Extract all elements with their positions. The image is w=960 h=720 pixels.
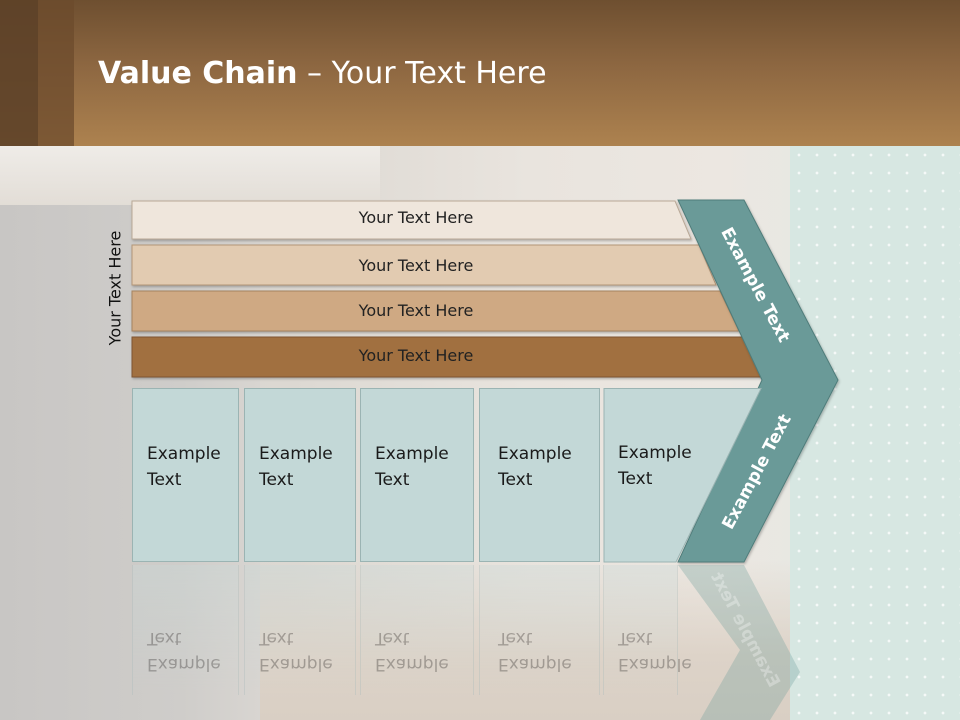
reflection-line2: Text xyxy=(498,628,533,648)
column-line2: Text xyxy=(618,469,653,489)
reflection-column: Example Text xyxy=(479,565,600,695)
column-line2: Text xyxy=(498,470,533,490)
header-accent-strip-2 xyxy=(38,0,74,146)
support-bar-4-label: Your Text Here xyxy=(358,346,474,365)
background-ground xyxy=(260,560,790,720)
column-line2: Text xyxy=(147,470,182,490)
reflection-line2: Text xyxy=(147,628,182,648)
header-band: Value Chain – Your Text Here xyxy=(0,0,960,146)
background-shirt xyxy=(0,146,380,206)
title-bold: Value Chain xyxy=(98,56,298,91)
support-bar-2[interactable] xyxy=(131,244,717,286)
support-bar-1-label: Your Text Here xyxy=(358,208,474,227)
reflection-column: Example Text xyxy=(360,565,474,695)
reflection-text: Example Text xyxy=(498,625,598,677)
primary-column-5[interactable] xyxy=(603,388,762,563)
reflection-column: Example Text xyxy=(132,565,239,695)
reflection-column: Example Text xyxy=(244,565,356,695)
reflection-line2: Text xyxy=(618,628,653,648)
column-line2: Text xyxy=(375,470,410,490)
support-bar-3-label: Your Text Here xyxy=(358,301,474,320)
support-bar-2-label: Your Text Here xyxy=(358,256,474,275)
reflection-text: Example Text xyxy=(259,625,359,677)
reflection-line2: Text xyxy=(375,628,410,648)
column-line1: Example xyxy=(375,444,449,464)
reflection-text: Example Text xyxy=(147,625,247,677)
column-line1: Example xyxy=(259,444,333,464)
columns-reflection: Example Text Example Text Example Text Exam… xyxy=(0,565,960,720)
primary-column-5-shape xyxy=(603,388,762,563)
slide-title[interactable]: Value Chain – Your Text Here xyxy=(98,54,547,94)
reflection-line1: Example xyxy=(259,654,333,674)
column-line2: Text xyxy=(259,470,294,490)
margin-chevron-reflection xyxy=(678,565,800,720)
reflection-column: Example Text xyxy=(603,565,692,695)
reflection-text: Example Text xyxy=(618,625,718,677)
title-rest: – Your Text Here xyxy=(297,56,547,91)
column-line1: Example xyxy=(498,444,572,464)
reflection-line1: Example xyxy=(618,654,692,674)
reflection-line2: Text xyxy=(259,628,294,648)
reflection-text: Example Text xyxy=(375,625,475,677)
support-bar-1[interactable] xyxy=(131,200,692,240)
reflection-line1: Example xyxy=(498,654,572,674)
header-accent-strip xyxy=(0,0,38,146)
reflection-line1: Example xyxy=(147,654,221,674)
column-line1: Example xyxy=(618,443,692,463)
column-line1: Example xyxy=(147,444,221,464)
margin-chevron[interactable] xyxy=(677,199,839,563)
reflection-line1: Example xyxy=(375,654,449,674)
background-dress xyxy=(790,146,960,720)
